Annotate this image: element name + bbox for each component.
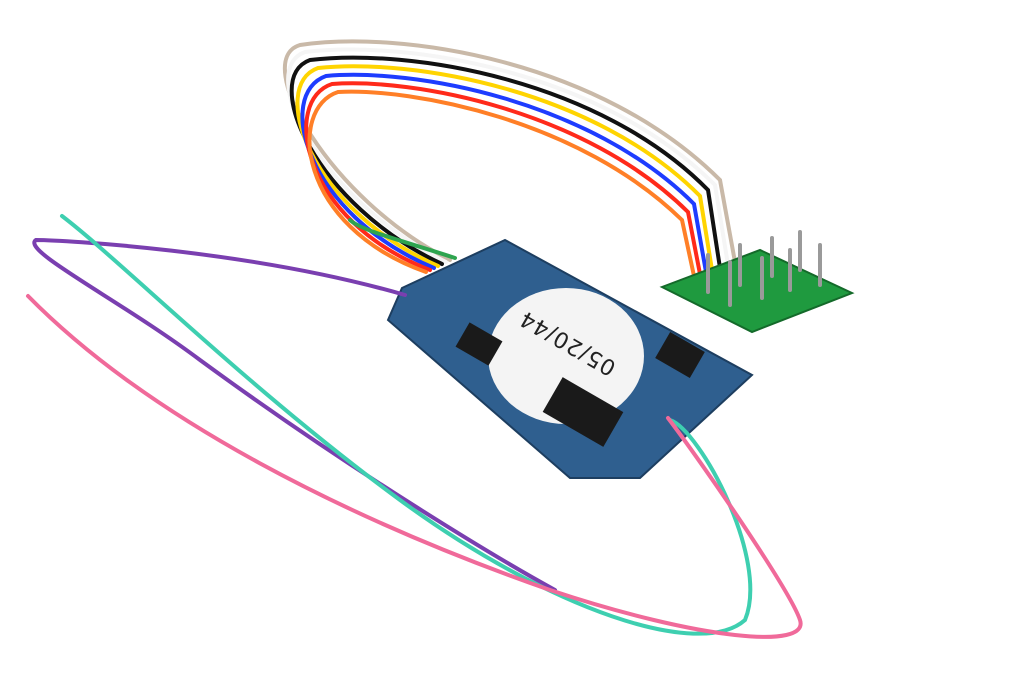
loose-wires — [26, 214, 803, 639]
wiring-harness — [282, 39, 737, 278]
decoder-board — [386, 238, 754, 479]
pin-header — [659, 230, 855, 334]
